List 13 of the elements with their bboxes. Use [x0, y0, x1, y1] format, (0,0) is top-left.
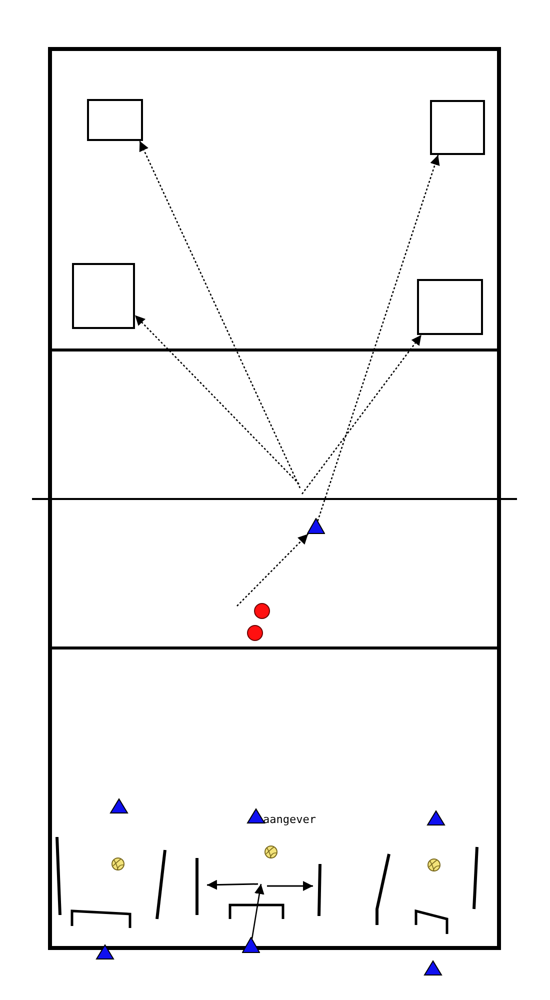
dotted-arrow — [139, 140, 301, 488]
role-label: aangever — [263, 813, 316, 826]
arrow — [251, 884, 264, 939]
zone-box — [417, 279, 483, 335]
dotted-arrow — [134, 314, 300, 484]
dotted-arrow — [301, 334, 422, 494]
zone-box — [72, 263, 135, 329]
triangle-icon — [242, 937, 260, 953]
dotted-arrow — [317, 154, 440, 522]
dotted-arrow — [236, 534, 309, 606]
zone-box — [430, 100, 485, 155]
zone-box — [87, 99, 143, 141]
triangle-icon — [307, 518, 325, 534]
